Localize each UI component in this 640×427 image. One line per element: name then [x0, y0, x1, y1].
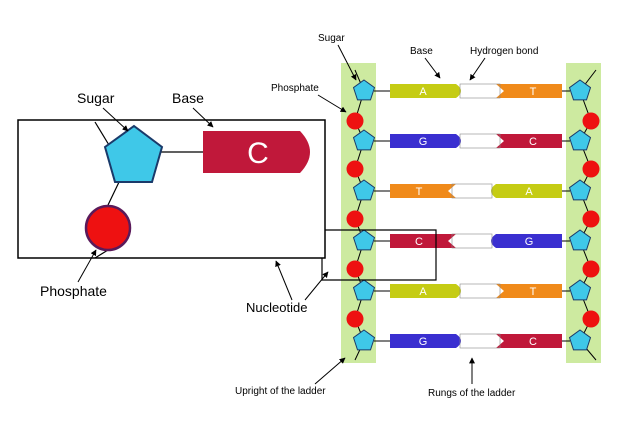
base-t — [496, 84, 562, 98]
zoom-sugar-icon — [103, 124, 164, 183]
base-g — [390, 134, 461, 148]
base-c — [496, 134, 562, 148]
base-letter: T — [416, 186, 423, 198]
hydrogen-bond — [459, 283, 501, 299]
ladder-phosphate-arrow — [317, 94, 347, 113]
sugar-icon — [352, 129, 376, 151]
zoom-sugar-arrow — [102, 107, 129, 132]
base-letter: G — [419, 336, 428, 348]
zoom-base-letter: C — [247, 137, 269, 170]
ladder-base-arrow — [424, 57, 441, 79]
sugar-icon — [352, 329, 376, 351]
zoom-base-label: Base — [172, 90, 204, 106]
upright-arrow — [314, 357, 346, 385]
nucleotide-arrow-to-ladder — [304, 271, 329, 301]
base-t — [496, 284, 562, 298]
sugar-icon — [568, 229, 592, 251]
upright-label: Upright of the ladder — [235, 386, 326, 397]
base-letter: A — [419, 86, 427, 98]
base-letter: T — [530, 286, 537, 298]
sugar-icon — [352, 229, 376, 251]
phosphate-icon — [346, 260, 364, 278]
sugar-icon — [352, 279, 376, 301]
hydrogen-bond-arrow — [469, 57, 486, 81]
base-letter: C — [529, 336, 537, 348]
phosphate-icon — [582, 310, 600, 328]
sugar-icon — [568, 129, 592, 151]
base-a — [491, 184, 562, 198]
phosphate-icon — [582, 210, 600, 228]
phosphate-icon — [582, 112, 600, 130]
zoom-backbone-bottom — [94, 249, 109, 259]
sugar-icon — [352, 179, 376, 201]
zoom-base-c — [203, 131, 310, 173]
sugar-icon — [568, 179, 592, 201]
hydrogen-bond — [451, 183, 493, 199]
base-letter: C — [529, 136, 537, 148]
zoom-base-arrow — [192, 107, 214, 128]
rungs-label: Rungs of the ladder — [428, 388, 516, 399]
hydrogen-bond — [451, 233, 493, 249]
base-letter: T — [530, 86, 537, 98]
nucleotide-arrow-to-zoom — [275, 260, 293, 301]
phosphate-icon — [346, 160, 364, 178]
base-a — [390, 84, 461, 98]
base-letter: A — [525, 186, 533, 198]
hydrogen-bond-label: Hydrogen bond — [470, 46, 538, 57]
hydrogen-bond — [459, 133, 501, 149]
dna-ladder: A T G C T A C G A T G C — [341, 63, 601, 363]
base-g — [390, 334, 461, 348]
base-c — [390, 234, 456, 248]
ladder-sugar-arrow — [337, 44, 357, 81]
zoom-phosphate-icon — [84, 204, 132, 252]
zoomed-nucleotide: C — [17, 119, 326, 259]
hydrogen-bond — [459, 83, 501, 99]
base-letter: G — [419, 136, 428, 148]
phosphate-icon — [582, 260, 600, 278]
ladder-sugar-label: Sugar — [318, 33, 345, 44]
phosphate-icon — [582, 160, 600, 178]
phosphate-icon — [346, 310, 364, 328]
ladder-phosphate-label: Phosphate — [271, 83, 319, 94]
zoom-sugar-label: Sugar — [77, 90, 115, 106]
nucleotide-label: Nucleotide — [246, 300, 307, 315]
base-letter: G — [525, 236, 534, 248]
sugar-icon — [568, 79, 592, 101]
base-g — [491, 234, 562, 248]
zoom-sugar-phosphate-bond — [107, 179, 121, 206]
ladder-base-label: Base — [410, 46, 433, 57]
phosphate-icon — [346, 112, 364, 130]
zoom-phosphate-arrow — [77, 249, 97, 283]
sugar-icon — [352, 79, 376, 101]
base-t — [390, 184, 456, 198]
zoom-phosphate-label: Phosphate — [40, 283, 107, 299]
base-c — [496, 334, 562, 348]
phosphate-icon — [346, 210, 364, 228]
hydrogen-bond — [459, 333, 501, 349]
nucleotide-highlight-box — [321, 229, 437, 281]
sugar-icon — [568, 329, 592, 351]
base-letter: A — [419, 286, 427, 298]
base-letter: C — [415, 236, 423, 248]
base-a — [390, 284, 461, 298]
sugar-icon — [568, 279, 592, 301]
